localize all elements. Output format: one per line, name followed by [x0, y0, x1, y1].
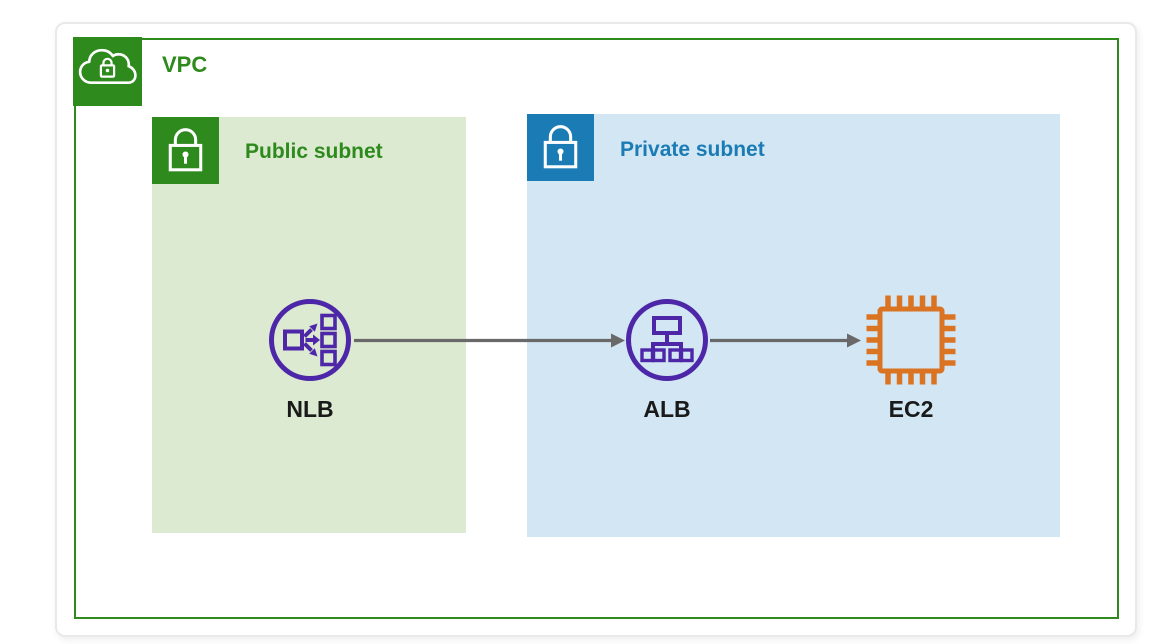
lock-glyph [543, 125, 578, 169]
ec2-chip-icon [866, 295, 956, 385]
node-ec2: EC2 [863, 292, 959, 422]
public-subnet-region [152, 117, 466, 533]
node-nlb: NLB [267, 297, 353, 422]
network-load-balancer-icon [269, 299, 351, 381]
node-alb: ALB [624, 297, 710, 422]
ec2-label: EC2 [888, 396, 934, 422]
vpc-boundary [74, 38, 1119, 619]
private-subnet-label: Private subnet [620, 138, 765, 161]
public-subnet-lock-icon [152, 117, 219, 184]
private-subnet-lock-icon [527, 114, 594, 181]
lock-glyph [168, 128, 203, 172]
vpc-label: VPC [162, 52, 208, 77]
cloud-lock-glyph [78, 48, 137, 84]
vpc-cloud-lock-icon [73, 37, 142, 106]
application-load-balancer-icon [626, 299, 708, 381]
private-subnet-region [527, 114, 1060, 537]
nlb-label: NLB [286, 396, 334, 422]
alb-label: ALB [643, 396, 691, 422]
public-subnet-label: Public subnet [245, 140, 383, 163]
